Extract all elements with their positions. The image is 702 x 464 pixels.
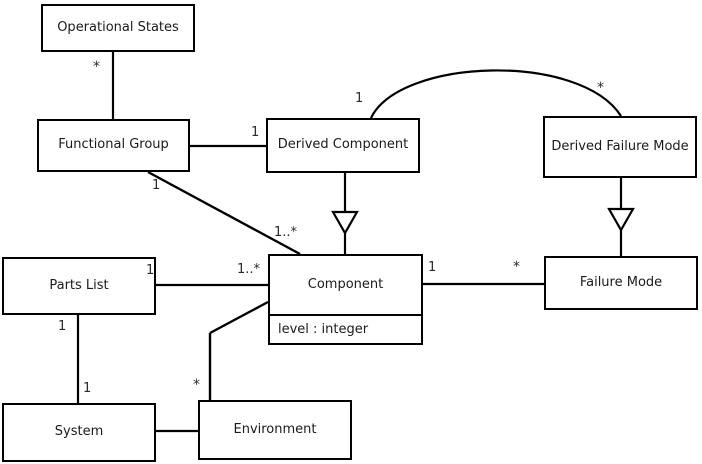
class-box-component[interactable]: Component level : integer [268,254,423,345]
generalization-triangle-failure-mode [607,207,635,233]
generalization-triangle-component [331,210,359,236]
multiplicity-functional-group-component-source: 1 [152,178,161,193]
multiplicity-operational-states-functional-group: * [93,59,100,75]
multiplicity-parts-list-system-source: 1 [58,319,67,334]
class-name-failure-mode: Failure Mode [579,274,663,290]
multiplicity-parts-list-system-target: 1 [83,381,92,396]
class-box-functional-group[interactable]: Functional Group [37,119,190,172]
class-name-operational-states: Operational States [57,19,179,35]
class-attribute-component-level: level : integer [270,314,421,343]
multiplicity-parts-list-component-target: 1..* [237,262,261,277]
multiplicity-derived-failure-mode-arc: * [597,80,604,96]
class-box-system[interactable]: System [2,403,156,462]
edge-environment-component-diagonal [209,300,269,335]
multiplicity-component-failure-mode-source: 1 [428,260,437,275]
multiplicity-derived-component-arc: 1 [355,91,364,106]
edge-derived-component-derived-failure-mode [370,69,622,119]
edge-functional-group-component [147,170,301,256]
class-name-derived-component: Derived Component [277,137,409,153]
class-name-parts-list: Parts List [49,277,109,293]
class-name-functional-group: Functional Group [58,137,169,153]
class-name-derived-failure-mode: Derived Failure Mode [551,138,689,154]
class-box-environment[interactable]: Environment [198,400,352,460]
multiplicity-environment-component: * [193,377,200,393]
class-name-environment: Environment [233,421,317,437]
class-box-parts-list[interactable]: Parts List [2,257,156,315]
class-box-derived-failure-mode[interactable]: Derived Failure Mode [543,116,697,178]
multiplicity-functional-group-derived-component: 1 [251,125,260,140]
class-box-derived-component[interactable]: Derived Component [266,118,420,173]
class-name-system: System [54,424,104,440]
class-box-operational-states[interactable]: Operational States [41,4,195,52]
multiplicity-parts-list-component-source: 1 [146,263,155,278]
class-box-failure-mode[interactable]: Failure Mode [544,256,698,310]
class-name-component: Component [307,276,384,292]
multiplicity-component-failure-mode-target: * [513,259,520,275]
multiplicity-functional-group-component-target: 1..* [274,225,298,240]
